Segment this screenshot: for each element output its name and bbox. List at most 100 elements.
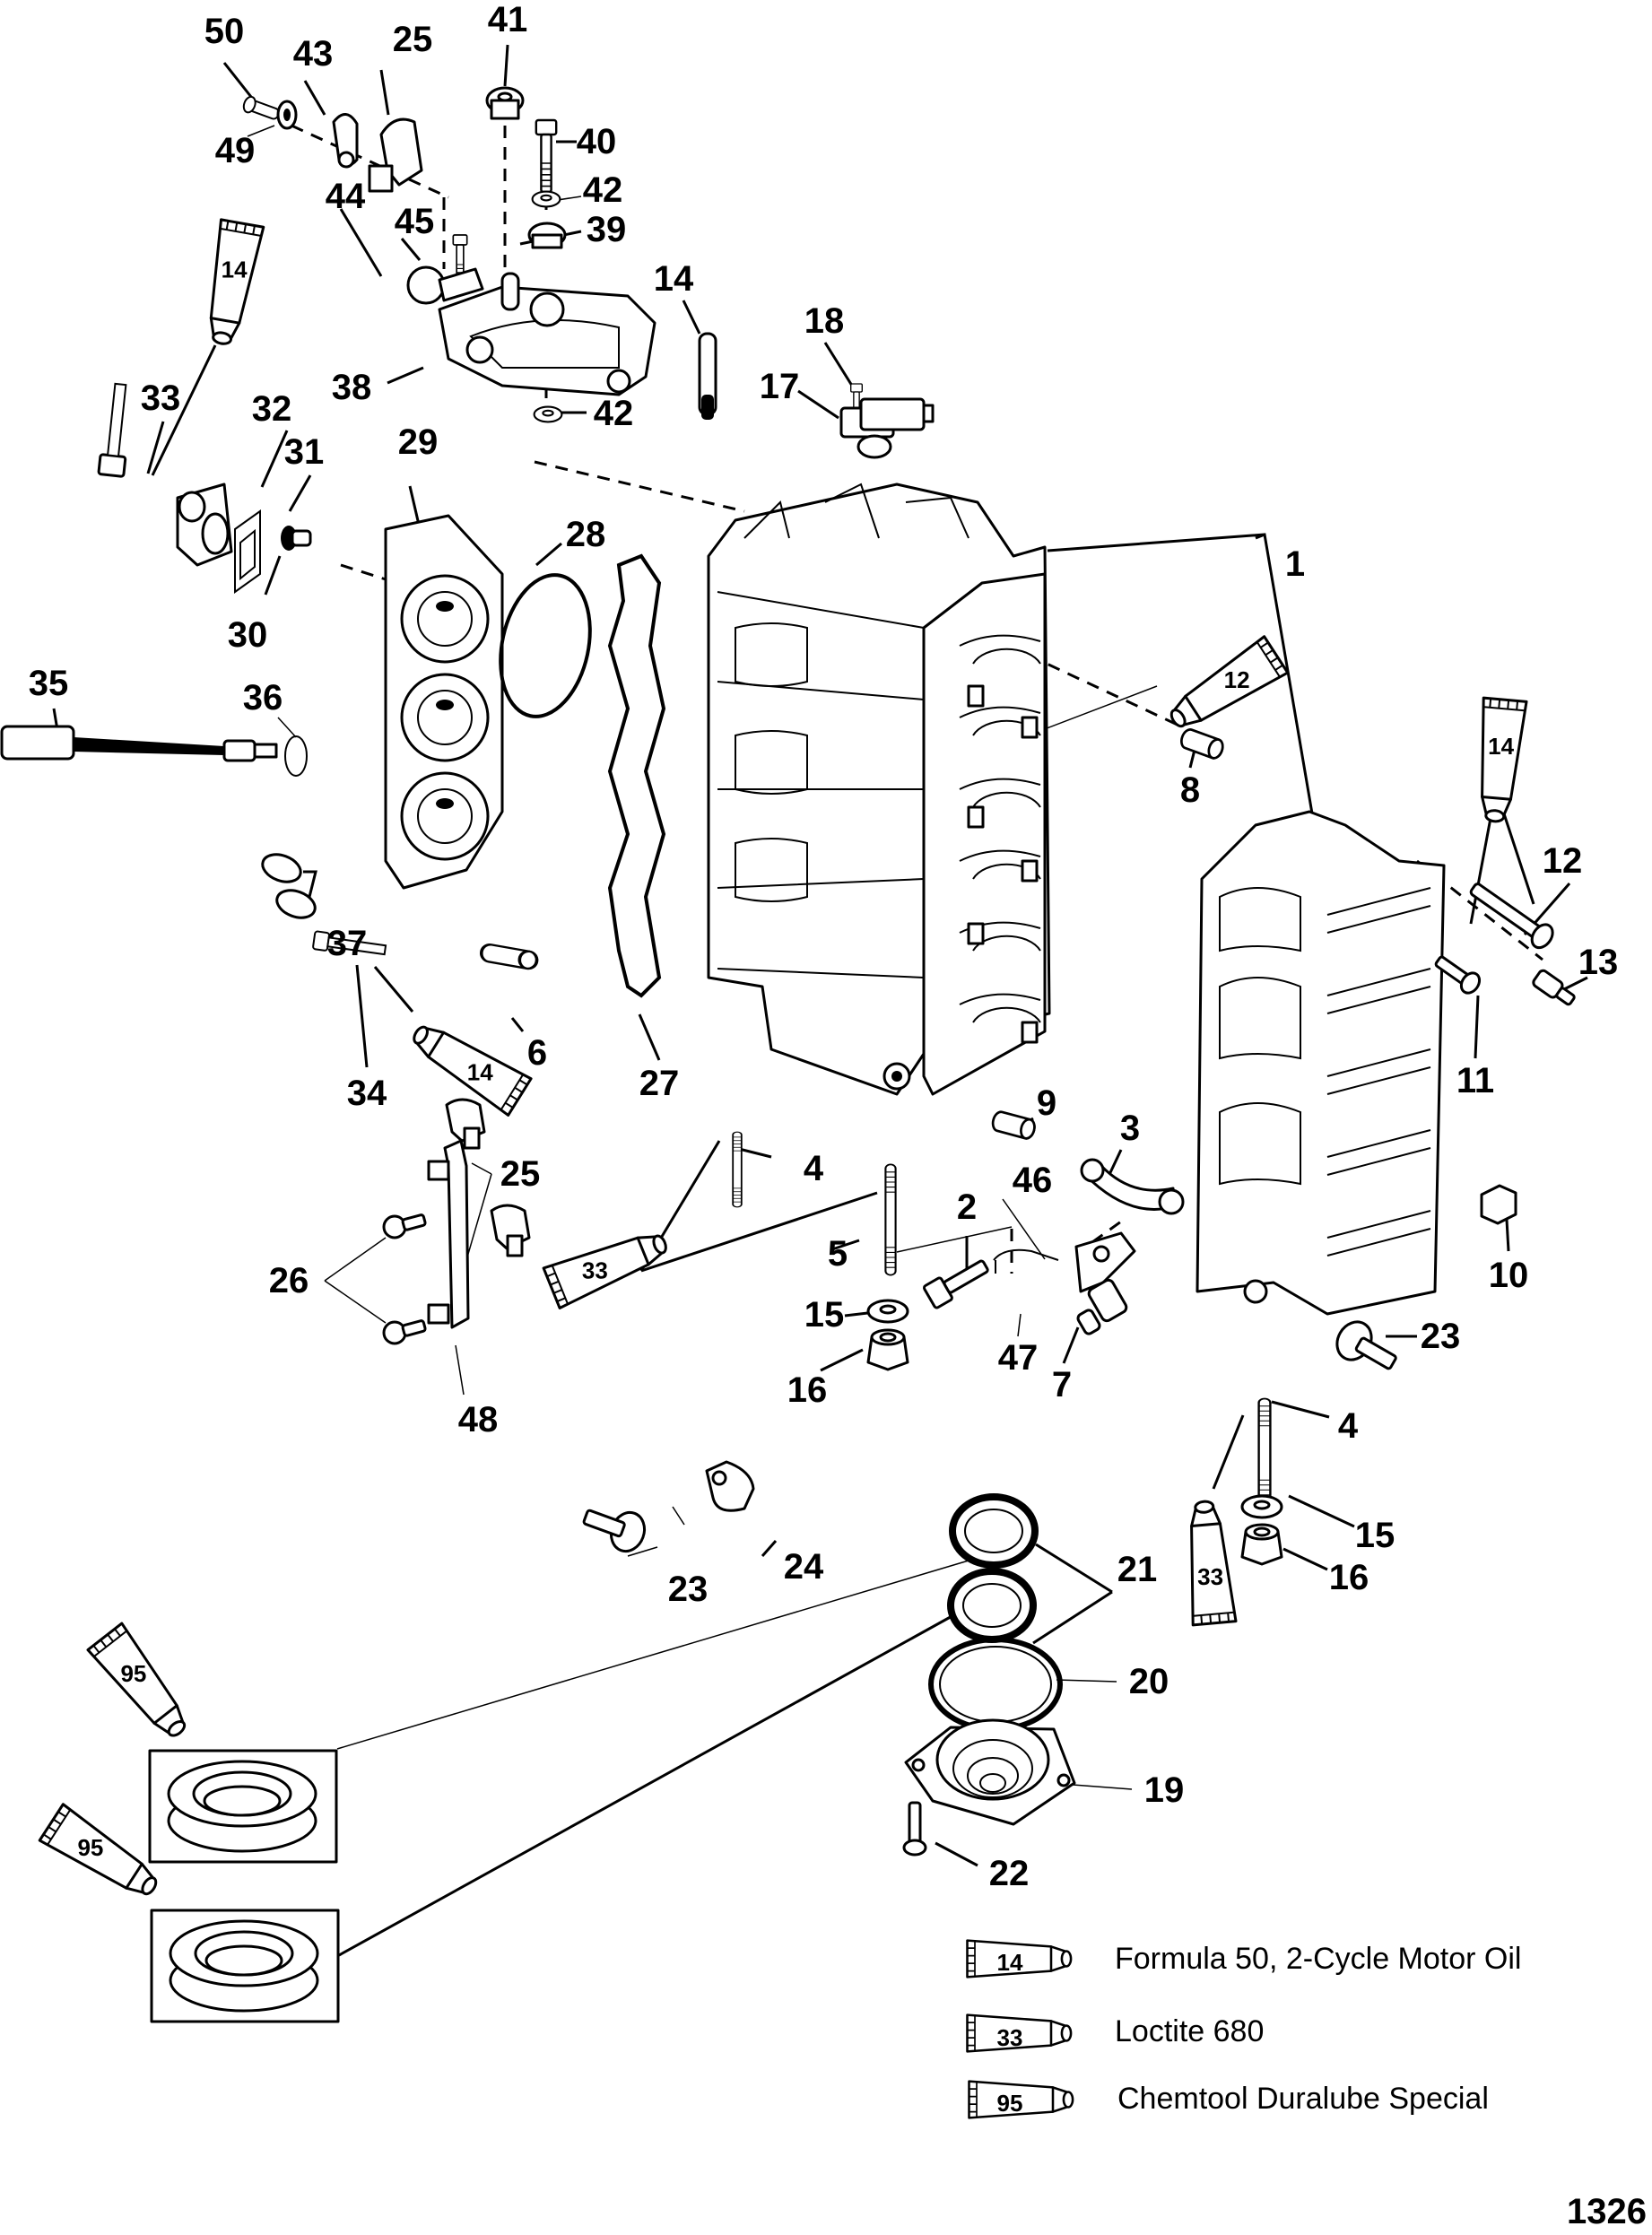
leader-lines	[52, 44, 1588, 1957]
callout-27: 27	[639, 1064, 680, 1103]
part-16-nut-right	[1240, 1523, 1283, 1566]
part-38-end-cap-housing	[438, 272, 656, 396]
callout-18: 18	[804, 301, 845, 341]
legend: 14 Formula 50, 2-Cycle Motor Oil 33 Loct…	[966, 1939, 1521, 2119]
part-15-washer-right	[1240, 1494, 1283, 1519]
svg-text:33: 33	[1197, 1563, 1223, 1590]
legend-label: Formula 50, 2-Cycle Motor Oil	[1115, 1942, 1521, 1976]
part-13-fitting	[1532, 969, 1576, 1006]
callout-37: 37	[327, 924, 368, 963]
callout-2: 2	[957, 1187, 977, 1227]
callout-31: 31	[284, 432, 325, 472]
part-21-oil-seals	[947, 1493, 1039, 1643]
callout-25: 25	[393, 20, 433, 59]
callout-41: 41	[488, 0, 528, 39]
callout-32: 32	[252, 389, 292, 429]
callout-15: 15	[1355, 1516, 1396, 1555]
part-6-dowel	[478, 941, 540, 972]
svg-text:95: 95	[120, 1660, 146, 1687]
callout-25: 25	[500, 1154, 541, 1194]
callout-1: 1	[1285, 544, 1305, 584]
legend-label: Chemtool Duralube Special	[1117, 2082, 1489, 2116]
part-46-bracket	[1074, 1231, 1136, 1293]
part-17-sensor	[839, 397, 935, 459]
legend-item: 33 Loctite 680	[966, 2013, 1264, 2053]
legend-item: 95 Chemtool Duralube Special	[968, 2080, 1489, 2119]
part-19-seal-housing	[904, 1718, 1076, 1826]
part-49-washer	[276, 100, 298, 130]
callout-14: 14	[654, 259, 694, 299]
part-47-wire-clip	[993, 1248, 1059, 1274]
callout-33: 33	[141, 378, 181, 418]
part-34-bolt	[312, 930, 387, 956]
part-7-fitting	[1076, 1278, 1128, 1335]
tube-95-lower: 95	[38, 1803, 167, 1909]
legend-item: 14 Formula 50, 2-Cycle Motor Oil	[966, 1939, 1521, 1978]
svg-text:14: 14	[467, 1059, 493, 1086]
legend-code: 14	[997, 1949, 1023, 1976]
callout-39: 39	[587, 210, 627, 249]
lubricant-tubes: 14 1 2 14 14 33 33 95 95	[38, 218, 1528, 1909]
seal-detail-box-upper	[148, 1749, 338, 1864]
callout-28: 28	[566, 515, 606, 554]
callout-35: 35	[29, 664, 69, 703]
parts	[0, 86, 1576, 2023]
callout-30: 30	[228, 615, 268, 655]
callout-34: 34	[347, 1074, 387, 1113]
part-41-grommet	[485, 86, 525, 120]
part-33-bolt	[97, 382, 127, 478]
part-23-bolt-lower	[582, 1509, 647, 1553]
callout-7: 7	[1052, 1365, 1072, 1404]
part-8-dowel	[1178, 726, 1227, 761]
part-48-bracket	[427, 1139, 470, 1329]
svg-text:14: 14	[1488, 733, 1514, 760]
part-25-clamps-lower	[445, 1098, 531, 1257]
callout-21: 21	[1117, 1550, 1158, 1589]
part-43-clamp	[332, 113, 359, 169]
tube-14-lower-left: 14	[403, 1013, 533, 1117]
tube-14-top-left: 14	[198, 218, 265, 349]
part-20-o-ring	[928, 1637, 1063, 1732]
callout-4: 4	[1338, 1406, 1359, 1446]
callout-16: 16	[1329, 1558, 1369, 1597]
svg-text:14: 14	[222, 256, 248, 283]
part-15-washer	[866, 1299, 909, 1324]
part-36-o-ring	[284, 735, 308, 777]
callout-6: 6	[527, 1033, 547, 1073]
tube-33-mid: 33	[542, 1221, 674, 1309]
tube-95-upper: 95	[86, 1622, 199, 1748]
callout-10: 10	[1489, 1256, 1529, 1295]
callout-8: 8	[1180, 770, 1200, 810]
part-4-stud-right	[1257, 1397, 1272, 1509]
callout-29: 29	[398, 422, 439, 462]
part-29-cylinder-head	[384, 514, 504, 890]
callout-40: 40	[577, 122, 617, 161]
part-42-washer-bottom	[533, 405, 563, 423]
callout-22: 22	[989, 1854, 1030, 1893]
callout-44: 44	[326, 177, 366, 216]
callout-12: 12	[1543, 841, 1583, 881]
part-42-washer-top	[531, 190, 561, 208]
callout-17: 17	[760, 367, 800, 406]
callout-23: 23	[1421, 1317, 1461, 1356]
part-22-bolt	[902, 1801, 927, 1857]
part-3-bracket	[1080, 1158, 1185, 1215]
callout-42: 42	[583, 170, 623, 210]
callout-45: 45	[395, 202, 435, 241]
legend-label: Loctite 680	[1115, 2014, 1264, 2048]
callout-13: 13	[1578, 943, 1619, 982]
callout-50: 50	[204, 12, 245, 51]
callout-36: 36	[243, 678, 283, 717]
part-24-clamp	[705, 1460, 755, 1512]
part-11-bolt	[1434, 955, 1482, 995]
part-26-screws	[382, 1213, 427, 1345]
callout-43: 43	[293, 34, 334, 74]
callout-23: 23	[668, 1570, 709, 1609]
callout-48: 48	[458, 1400, 499, 1439]
callout-5: 5	[828, 1234, 848, 1274]
part-27-head-gasket	[607, 553, 666, 998]
part-1-crankcase-cover	[1196, 810, 1446, 1316]
callout-24: 24	[784, 1547, 824, 1587]
legend-code: 95	[997, 2090, 1023, 2117]
